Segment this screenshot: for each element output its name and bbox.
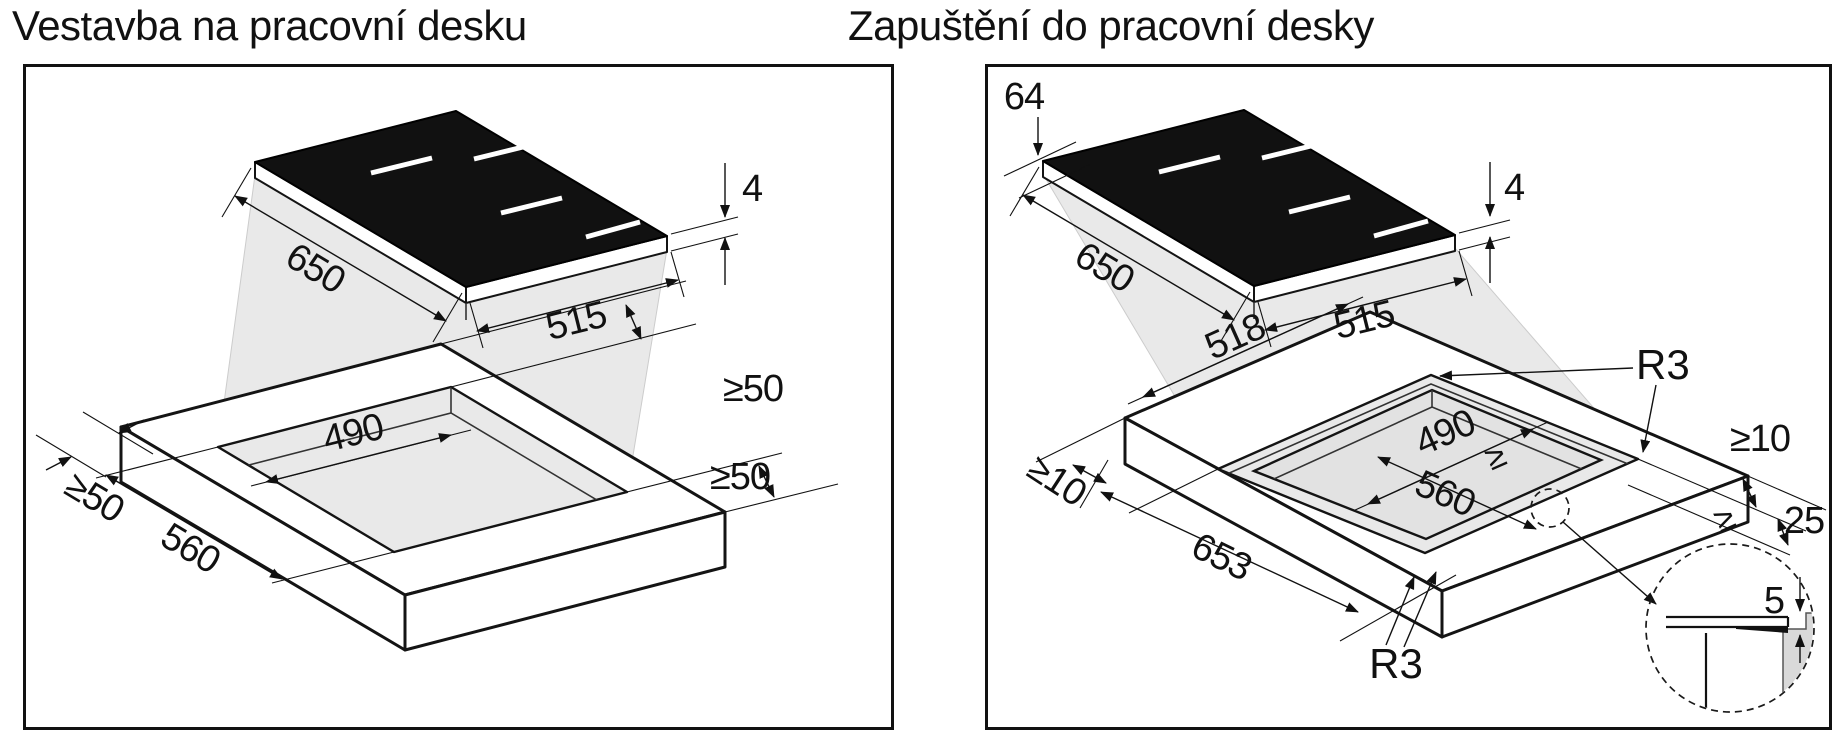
flush-mount-drawing: 64 650 515 4 518 ≥10 653 490 ≥ 560 R3 R3 [1003, 76, 1827, 713]
edge-distance-label: 64 [1004, 76, 1045, 118]
ext-line [1035, 417, 1126, 463]
surface-mount-drawing: 650 515 4 490 ≥50 560 ≥50 ≥50 [35, 110, 839, 652]
flush-section-detail [1666, 612, 1813, 711]
ext-line [1018, 163, 1092, 199]
dim-arrow [1742, 478, 1757, 508]
clearance-right-label: ≥50 [710, 456, 770, 498]
dim-line-650 [1022, 194, 1235, 321]
ext-line [95, 446, 219, 479]
surface-mount-diagram-panel: 650 515 4 490 ≥50 560 ≥50 ≥50 [23, 64, 894, 730]
right-panel-title: Zapuštění do pracovní desky [848, 2, 1374, 49]
ext-line [1079, 459, 1109, 509]
dim-line-653 [1100, 491, 1359, 613]
ext-line [221, 167, 252, 218]
flush-mount-diagram-panel: 64 650 515 4 518 ≥10 653 490 ≥ 560 R3 R3 [985, 64, 1832, 730]
ext-line [1458, 219, 1511, 234]
step-depth-label: 5 [1764, 580, 1784, 622]
corner-radius-top-label: R3 [1636, 341, 1690, 388]
ext-line [432, 292, 463, 343]
ext-line [626, 452, 783, 493]
recess-step-edge [1218, 383, 1638, 479]
dim-line-650 [234, 195, 447, 322]
ext-line [670, 216, 739, 235]
dim-arrow [45, 456, 72, 471]
ext-line [1458, 250, 1473, 297]
detail-leader [1562, 521, 1657, 605]
glass-thickness-label: 4 [1504, 167, 1525, 209]
leader-corner-radius [1640, 384, 1657, 453]
dim-arrow [625, 304, 642, 340]
ext-line [1009, 166, 1040, 217]
hob-vent-slits [370, 141, 641, 240]
ext-line [271, 551, 395, 584]
dim-arrow [1072, 464, 1107, 484]
recess-width-label: 653 [1185, 525, 1258, 589]
leader-corner-radius [1403, 571, 1437, 648]
detail-marker-circle [1530, 488, 1570, 528]
dim-line-515 [476, 278, 679, 333]
ext-line [1687, 449, 1827, 511]
dim-line-560 [105, 474, 283, 580]
dim-line-560 [1377, 456, 1537, 530]
ext-line [1627, 484, 1791, 556]
detail-zoom-circle [1645, 543, 1815, 713]
ext-line [35, 434, 107, 478]
dim-line-518 [1142, 303, 1349, 398]
glass-thickness-label: 4 [742, 168, 763, 210]
edge-min-label: 25 [1784, 500, 1824, 542]
ext-line [440, 280, 687, 345]
ext-line [670, 251, 685, 298]
dim-arrow [1777, 518, 1789, 546]
dim-line-490 [265, 433, 452, 484]
worktop-right-face [403, 510, 727, 652]
ext-line [1003, 141, 1077, 177]
leader-corner-radius [1439, 367, 1634, 381]
ext-line [450, 323, 697, 388]
dim-arrow [118, 419, 145, 434]
ext-line [1339, 574, 1457, 642]
clearance-back-label: ≥50 [723, 368, 783, 410]
dim-arrow [758, 465, 775, 498]
ext-line [724, 483, 839, 513]
left-panel-title: Vestavba na pracovní desku [12, 2, 527, 49]
ext-line [82, 411, 154, 455]
hob-vent-slits [1158, 140, 1429, 239]
leader-corner-radius [1385, 576, 1415, 646]
worktop-right-face [1440, 474, 1750, 639]
ext-line [670, 233, 739, 252]
clearance-right-label: ≥10 [1730, 418, 1790, 460]
ext-line [1458, 236, 1511, 251]
corner-radius-bottom-label: R3 [1369, 640, 1423, 687]
